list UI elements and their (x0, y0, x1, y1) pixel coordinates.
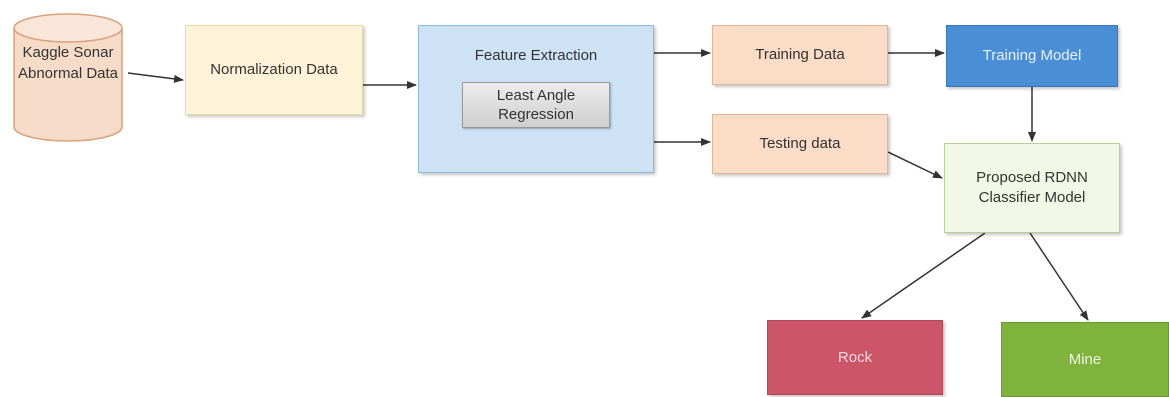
normalization-box: Normalization Data (185, 25, 363, 115)
rock-output-box: Rock (767, 320, 943, 395)
training-data-box: Training Data (712, 25, 888, 85)
arrow-classifier-to-mine (1029, 232, 1089, 321)
testing-data-box: Testing data (712, 114, 888, 174)
classifier-label: Proposed RDNN Classifier Model (976, 169, 1088, 206)
mine-output-box: Mine (1001, 322, 1169, 397)
least-angle-regression-label: Least Angle Regression (496, 87, 576, 123)
arrow-classifier-to-rock (861, 232, 986, 319)
arrow-source-to-normalization (127, 72, 184, 83)
training-data-label: Training Data (755, 46, 845, 63)
least-angle-regression-box: Least Angle Regression (462, 82, 610, 128)
source-data-label: Kaggle Sonar Abnormal Data (17, 44, 119, 82)
database-cylinder-icon (13, 13, 123, 142)
classifier-box: Proposed RDNN Classifier Model (944, 143, 1120, 233)
feature-extraction-label: Feature Extraction (474, 47, 598, 64)
mine-label: Mine (1068, 350, 1102, 368)
arrow-testing-to-classifier (887, 151, 943, 179)
training-model-label: Training Model (982, 47, 1082, 64)
rock-label: Rock (837, 348, 873, 366)
normalization-label: Normalization Data (210, 61, 338, 78)
testing-data-label: Testing data (759, 135, 841, 152)
training-model-box: Training Model (946, 25, 1118, 87)
